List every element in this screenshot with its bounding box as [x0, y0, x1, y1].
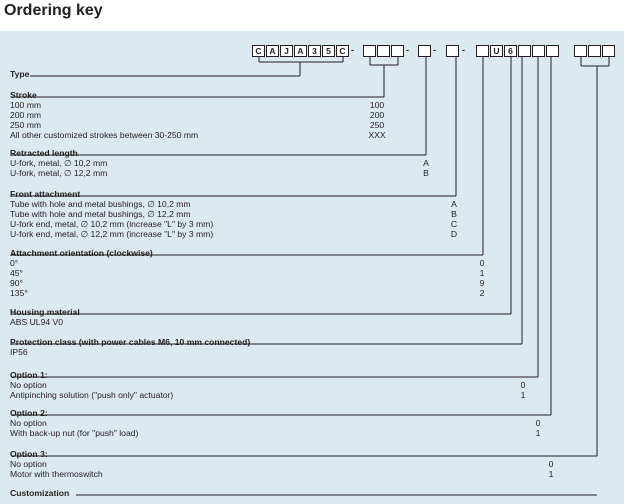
- code-box: 5: [322, 45, 335, 57]
- code-box: [546, 45, 559, 57]
- code-box: [602, 45, 615, 57]
- code-box: [363, 45, 376, 57]
- option-code: B: [451, 209, 457, 219]
- code-box: 6: [504, 45, 517, 57]
- section-heading: Protection class (with power cables M6, …: [10, 337, 251, 347]
- option-code: 0: [535, 418, 541, 428]
- option-label: ABS UL94 V0: [10, 317, 64, 327]
- option-label: 135°: [10, 288, 28, 298]
- option-label: U-fork end, metal, ∅ 10,2 mm (increase "…: [10, 219, 214, 229]
- option-label: Antipinching solution ("push only" actua…: [10, 390, 174, 400]
- option-label: Tube with hole and metal bushings, ∅ 10,…: [10, 199, 191, 209]
- code-box: [518, 45, 531, 57]
- code-box: 3: [308, 45, 321, 57]
- code-box: [588, 45, 601, 57]
- option-label: 0°: [10, 258, 19, 268]
- code-box: A: [266, 45, 279, 57]
- option-code: A: [423, 158, 429, 168]
- section-heading: Option 2:: [10, 408, 48, 418]
- code-box: J: [280, 45, 293, 57]
- option-code: A: [451, 199, 457, 209]
- option-code: 1: [535, 428, 541, 438]
- page-title: Ordering key: [4, 2, 103, 19]
- option-code: D: [450, 229, 458, 239]
- option-label: All other customized strokes between 30-…: [10, 130, 199, 140]
- option-code: XXX: [368, 130, 386, 140]
- section-heading: Front attachment: [10, 189, 81, 199]
- code-box: [446, 45, 459, 57]
- option-code: C: [450, 219, 458, 229]
- option-label: 90°: [10, 278, 23, 288]
- option-label: Tube with hole and metal bushings, ∅ 12,…: [10, 209, 191, 219]
- option-code: 1: [520, 390, 526, 400]
- option-label: 100 mm: [10, 100, 42, 110]
- code-box: [377, 45, 390, 57]
- section-heading: Attachment orientation (clockwise): [10, 248, 153, 258]
- code-box: [391, 45, 404, 57]
- section-heading: Stroke: [10, 90, 37, 100]
- code-box: [418, 45, 431, 57]
- option-label: No option: [10, 380, 47, 390]
- option-label: With back-up nut (for "push" load): [10, 428, 139, 438]
- option-code: 2: [479, 288, 485, 298]
- option-label: No option: [10, 459, 47, 469]
- section-heading: Customization: [10, 488, 70, 498]
- code-box: [532, 45, 545, 57]
- code-box: [574, 45, 587, 57]
- code-box: U: [490, 45, 503, 57]
- option-code: 250: [369, 120, 385, 130]
- option-code: 1: [548, 469, 554, 479]
- section-heading: Option 1:: [10, 370, 48, 380]
- section-heading: Retracted length: [10, 148, 78, 158]
- code-box: A: [294, 45, 307, 57]
- option-label: U-fork, metal, ∅ 12,2 mm: [10, 168, 108, 178]
- option-label: IP56: [10, 347, 28, 357]
- code-box: C: [252, 45, 265, 57]
- option-code: 200: [369, 110, 385, 120]
- option-label: Motor with thermoswitch: [10, 469, 103, 479]
- section-heading: Option 3:: [10, 449, 48, 459]
- option-code: B: [423, 168, 429, 178]
- code-separator: -: [351, 45, 354, 55]
- option-code: 9: [479, 278, 485, 288]
- section-heading: Type: [10, 69, 30, 79]
- code-box: C: [336, 45, 349, 57]
- option-label: 250 mm: [10, 120, 42, 130]
- option-code: 1: [479, 268, 485, 278]
- option-code: 100: [369, 100, 385, 110]
- code-separator: -: [433, 45, 436, 55]
- section-heading: Housing material: [10, 307, 80, 317]
- option-code: 0: [520, 380, 526, 390]
- code-box: [476, 45, 489, 57]
- option-code: 0: [479, 258, 485, 268]
- option-label: 45°: [10, 268, 23, 278]
- option-label: U-fork end, metal, ∅ 12,2 mm (increase "…: [10, 229, 214, 239]
- code-separator: -: [462, 45, 465, 55]
- connector-lines: [12, 57, 610, 496]
- option-code: 0: [548, 459, 554, 469]
- option-label: U-fork, metal, ∅ 10,2 mm: [10, 158, 108, 168]
- code-separator: -: [406, 45, 409, 55]
- option-label: 200 mm: [10, 110, 42, 120]
- option-label: No option: [10, 418, 47, 428]
